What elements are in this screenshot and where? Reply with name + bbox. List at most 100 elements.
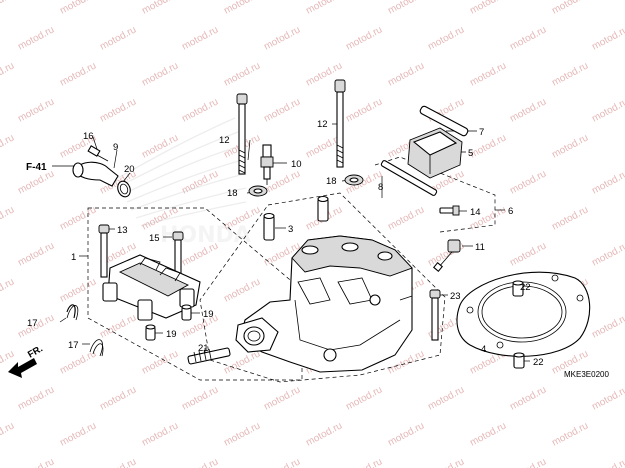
watermark-text: motod.ru [468, 132, 508, 160]
watermark-text: motod.ru [222, 276, 262, 304]
callout-23: 23 [450, 291, 461, 302]
part-9-joint-pipe [72, 161, 119, 187]
callout-11: 11 [475, 242, 485, 253]
watermark-text: motod.ru [16, 24, 56, 52]
watermark-text: motod.ru [0, 204, 16, 232]
watermark-text: motod.ru [140, 348, 180, 376]
watermark-text: motod.ru [508, 240, 548, 268]
watermark-text: motod.ru [590, 384, 625, 412]
watermark-text: motod.ru [58, 420, 98, 448]
watermark-text: motod.ru [16, 456, 56, 468]
watermark-text: motod.ru [590, 240, 625, 268]
watermark-text: motod.ru [16, 384, 56, 412]
watermark-text: motod.ru [58, 276, 98, 304]
watermark-text: motod.ru [98, 456, 138, 468]
callout-19-b: 19 [166, 329, 177, 340]
part-3-dowel-pin-b [317, 195, 329, 222]
watermark-text: motod.ru [0, 60, 16, 88]
diagram-code: MKE3E0200 [564, 370, 609, 379]
callout-6: 6 [508, 206, 513, 217]
watermark-text: motod.ru [468, 60, 508, 88]
callout-17-a: 17 [27, 318, 38, 329]
callout-16: 16 [83, 131, 94, 142]
watermark-text: motod.ru [426, 24, 466, 52]
callout-4: 4 [481, 344, 486, 355]
callout-15: 15 [149, 233, 160, 244]
part-3-dowel-pin-a [263, 212, 275, 241]
watermark-text: motod.ru [344, 96, 384, 124]
part-12-stud-bolt-right [334, 79, 346, 168]
callout-7: 7 [479, 127, 484, 138]
callout-19-a: 19 [203, 309, 214, 320]
callout-labels: 16 9 20 12 10 18 3 12 18 7 5 8 14 6 11 1… [27, 119, 544, 368]
watermark-text: motod.ru [0, 276, 16, 304]
watermark-text: motod.ru [590, 312, 625, 340]
part-17-clip-a [66, 304, 79, 321]
watermark-text: motod.ru [140, 0, 180, 17]
watermark-text: motod.ru [58, 204, 98, 232]
cylinder-head [235, 235, 413, 373]
watermark-text: motod.ru [550, 204, 590, 232]
part-17-clip-b [89, 339, 104, 357]
part-19-dowel-a [181, 304, 192, 321]
watermark-text: motod.ru [262, 24, 302, 52]
callout-13: 13 [117, 225, 128, 236]
watermark-text: motod.ru [0, 420, 16, 448]
watermark-text: motod.ru [58, 60, 98, 88]
camshaft-outline [374, 156, 496, 233]
watermark-text: motod.ru [590, 24, 625, 52]
watermark-text: motod.ru [0, 0, 16, 17]
callout-20: 20 [124, 164, 135, 175]
callout-12-right: 12 [317, 119, 328, 130]
part-12-stud-bolt-left [236, 93, 248, 175]
part-22-dowel-b [513, 352, 525, 369]
watermark-text: motod.ru [508, 168, 548, 196]
watermark-text: motod.ru [386, 420, 426, 448]
watermark-text: motod.ru [98, 384, 138, 412]
watermark-text: motod.ru [344, 384, 384, 412]
watermark-text: motod.ru [262, 456, 302, 468]
watermark-text: motod.ru [16, 240, 56, 268]
watermark-text: motod.ru [16, 96, 56, 124]
callout-1: 1 [71, 252, 76, 263]
watermark-text: motod.ru [262, 96, 302, 124]
watermark-text: motod.ru [590, 456, 625, 468]
watermark-text: motod.ru [58, 348, 98, 376]
part-5-holder [407, 127, 463, 179]
part-20-o-ring [117, 180, 131, 198]
callout-22-b: 22 [533, 357, 544, 368]
watermark-text: motod.ru [304, 420, 344, 448]
watermark-text: motod.ru [508, 384, 548, 412]
watermark-text: motod.ru [180, 24, 220, 52]
watermark-text: motod.ru [180, 96, 220, 124]
watermark-text: motod.ru [590, 96, 625, 124]
part-4-cylinder-head-gasket [456, 271, 591, 357]
callout-5: 5 [468, 148, 473, 159]
part-21-stud-bolt [187, 347, 231, 365]
watermark-text: motod.ru [426, 384, 466, 412]
callout-18-left: 18 [227, 188, 238, 199]
watermark-text: motod.ru [426, 456, 466, 468]
watermark-text: motod.ru [180, 456, 220, 468]
front-direction-arrow: FR. [8, 343, 45, 378]
watermark-text: motod.ru [386, 0, 426, 17]
direction-label: FR. [26, 343, 45, 360]
watermark-text: motod.ru [140, 420, 180, 448]
watermark-text: motod.ru [344, 24, 384, 52]
callout-17-b: 17 [68, 340, 79, 351]
watermark-text: motod.ru [508, 456, 548, 468]
watermark-text: motod.ru [180, 384, 220, 412]
watermark-text: motod.ru [468, 420, 508, 448]
watermark-text: motod.ru [550, 420, 590, 448]
callout-8: 8 [378, 182, 383, 193]
watermark-text: motod.ru [550, 60, 590, 88]
reference-label: F-41 [26, 162, 47, 173]
part-22-dowel-a [512, 280, 524, 297]
part-16-bolt [87, 145, 109, 162]
watermark-text: motod.ru [222, 60, 262, 88]
part-11-temperature-sensor [432, 239, 461, 273]
part-7-pin [419, 105, 469, 137]
watermark-text: motod.ru [508, 96, 548, 124]
